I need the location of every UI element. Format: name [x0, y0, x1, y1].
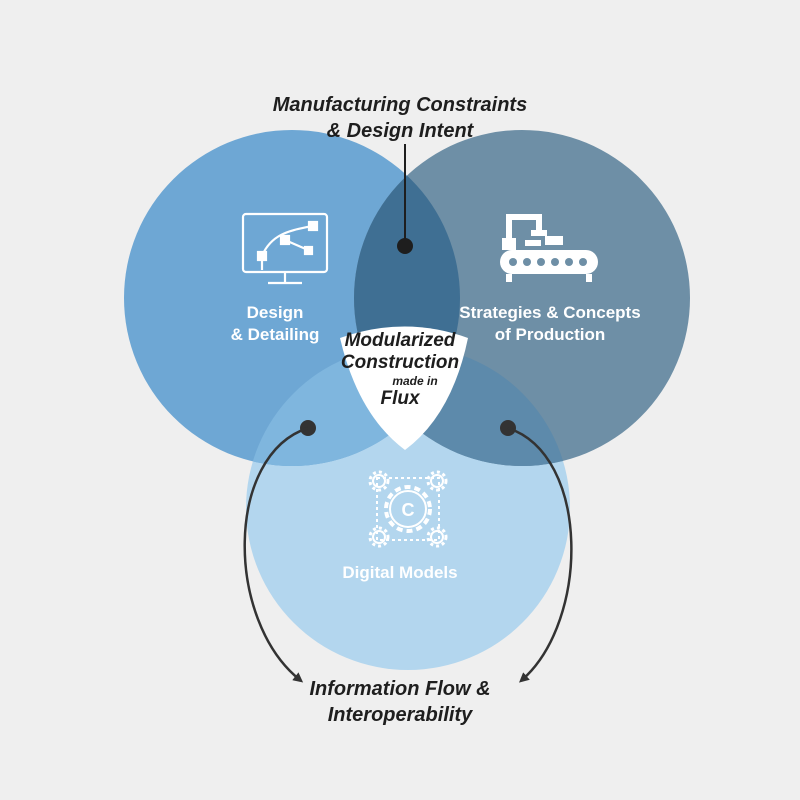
- top-label: Manufacturing Constraints & Design Inten…: [200, 92, 600, 144]
- bottom-label-line2: Interoperability: [327, 704, 473, 726]
- bottom-label: Information Flow & Interoperability: [250, 676, 550, 728]
- center-label-line1: Modularized: [344, 330, 456, 351]
- center-label-line3: made in: [392, 374, 438, 388]
- center-label-line2: Construction: [340, 352, 460, 373]
- overlap-design-digital: [246, 346, 460, 466]
- design-detailing-label: Design & Detailing: [200, 302, 350, 346]
- strategies-production-label: Strategies & Concepts of Production: [440, 302, 660, 346]
- conveyor-robot-icon: [500, 214, 598, 282]
- right-arrow: [507, 426, 573, 683]
- top-label-line1: Manufacturing Constraints: [272, 94, 528, 116]
- left-arrow: [243, 426, 309, 683]
- strategy-label-line1: Strategies & Concepts: [459, 303, 641, 322]
- top-connector-dot: [397, 238, 413, 254]
- gears-network-icon: C: [368, 470, 448, 548]
- digital-models-label: Digital Models: [310, 562, 490, 584]
- vector-design-monitor-icon: [241, 212, 329, 285]
- design-label-line2: & Detailing: [230, 325, 320, 344]
- bottom-label-line1: Information Flow &: [309, 678, 491, 700]
- digital-label-line1: Digital Models: [342, 563, 458, 582]
- top-label-line2: & Design Intent: [326, 120, 474, 142]
- svg-text:C: C: [402, 500, 415, 520]
- overlap-strategy-digital: [354, 346, 570, 466]
- strategy-label-line2: of Production: [494, 325, 606, 344]
- center-label-line4: Flux: [380, 388, 420, 409]
- center-triangle: [340, 326, 468, 450]
- design-label-line1: Design: [246, 303, 304, 322]
- center-label: Modularized Construction made in Flux: [330, 330, 470, 410]
